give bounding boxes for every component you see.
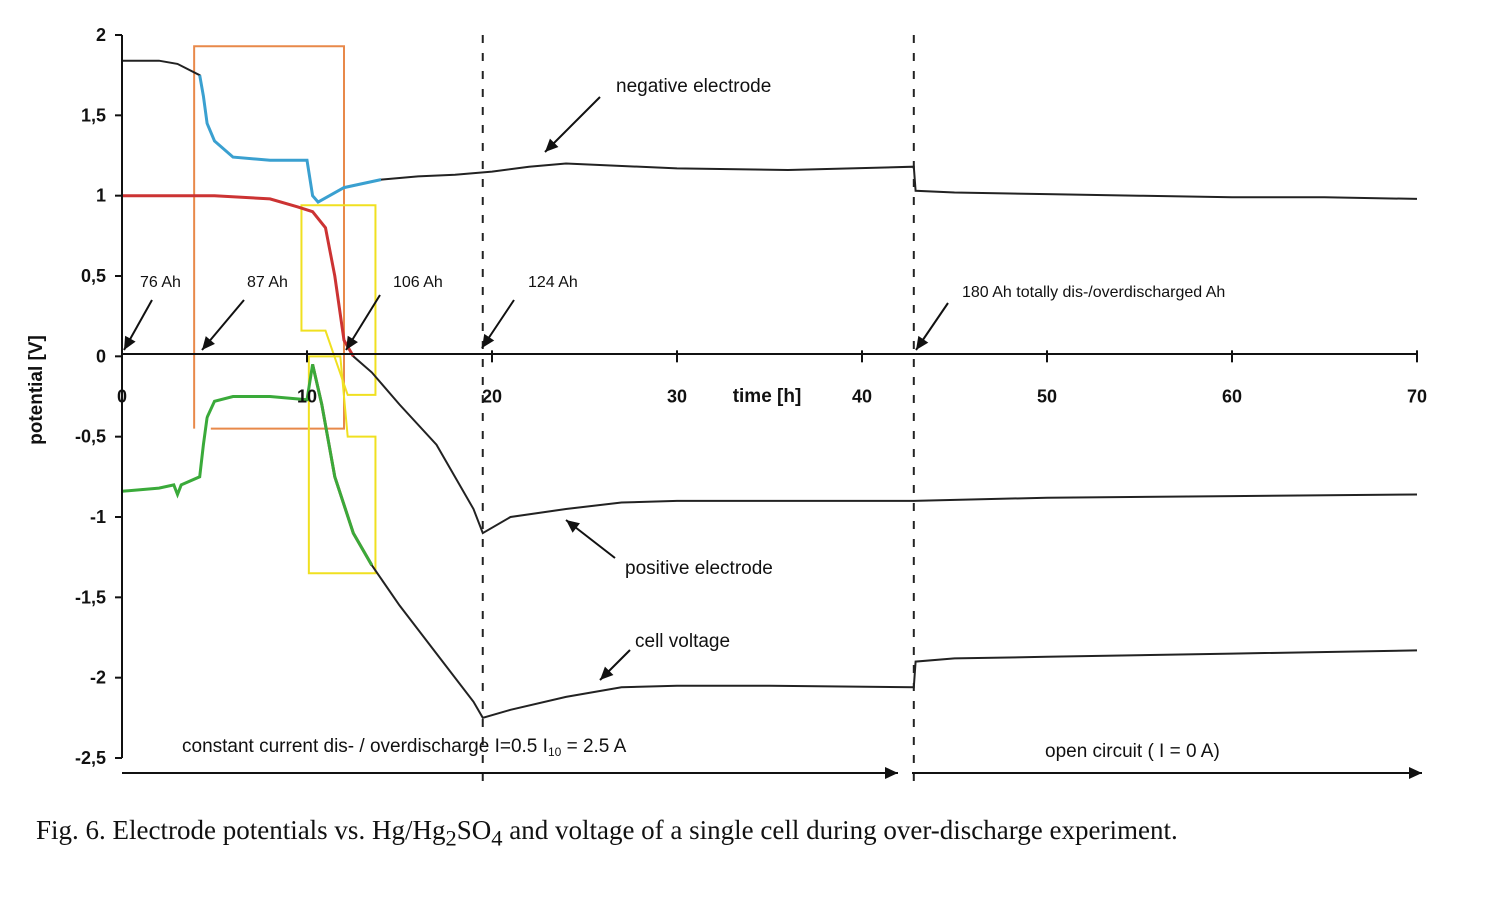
positive-electrode-highlight bbox=[122, 194, 355, 358]
caption-mid: SO bbox=[456, 815, 492, 845]
y-tick-label: -1,5 bbox=[75, 587, 106, 607]
orange-highlight-box bbox=[193, 45, 345, 430]
y-tick-label: -2 bbox=[90, 668, 106, 688]
ah-106-label: 106 Ah bbox=[393, 274, 443, 291]
x-tick-label: 30 bbox=[667, 386, 687, 406]
x-axis-label: time [h] bbox=[733, 386, 802, 407]
positive-electrode-label: positive electrode bbox=[625, 558, 773, 579]
y-tick-label: 1 bbox=[96, 186, 106, 206]
annotation-arrows bbox=[122, 96, 1422, 779]
caption-suffix: and voltage of a single cell during over… bbox=[502, 815, 1178, 845]
y-ticks: 2 1,5 1 0,5 0 -0,5 -1 -1,5 -2 -2,5 bbox=[75, 25, 122, 768]
cell-voltage-line bbox=[121, 364, 1418, 719]
positive-electrode-arrow-head bbox=[566, 520, 580, 533]
yellow-highlight-box-lower bbox=[307, 355, 377, 575]
open-circuit-phase-arrow-head bbox=[1409, 767, 1422, 779]
caption-sub-1: 2 bbox=[445, 825, 457, 851]
y-tick-label: -0,5 bbox=[75, 427, 106, 447]
ah-180-arrow-head bbox=[916, 335, 929, 350]
y-tick-label: 2 bbox=[96, 25, 106, 45]
figure-caption: Fig. 6. Electrode potentials vs. Hg/Hg2S… bbox=[36, 815, 1476, 851]
series-layer bbox=[121, 59, 1418, 719]
ah-124-label: 124 Ah bbox=[528, 274, 578, 291]
constant-current-suffix: = 2.5 A bbox=[561, 736, 626, 757]
highlight-boxes bbox=[193, 35, 915, 785]
x-ticks: 0 10 20 30 40 50 60 70 bbox=[117, 350, 1427, 406]
ah-87-arrow-head bbox=[202, 336, 215, 350]
x-tick-label: 0 bbox=[117, 386, 127, 406]
yellow-highlight-box-upper bbox=[300, 204, 377, 396]
constant-current-label: constant current dis- / overdischarge I=… bbox=[182, 736, 627, 759]
y-tick-label: 0,5 bbox=[81, 266, 106, 286]
caption-sub-2: 4 bbox=[491, 825, 503, 851]
axes bbox=[121, 35, 1417, 758]
constant-current-sub: 10 bbox=[548, 745, 562, 759]
negative-electrode-arrow-head bbox=[545, 138, 559, 152]
ah-76-label: 76 Ah bbox=[140, 274, 181, 291]
y-tick-label: 0 bbox=[96, 346, 106, 366]
y-tick-label: -2,5 bbox=[75, 748, 106, 768]
constant-current-prefix: constant current dis- / overdischarge I=… bbox=[182, 736, 548, 757]
x-tick-label: 60 bbox=[1222, 386, 1242, 406]
ah-124-arrow-head bbox=[482, 333, 495, 348]
y-axis-label: potential [V] bbox=[26, 335, 47, 445]
negative-electrode-highlight bbox=[198, 74, 382, 205]
y-tick-label: -1 bbox=[90, 507, 106, 527]
cell-voltage-label: cell voltage bbox=[635, 631, 730, 652]
negative-electrode-label: negative electrode bbox=[616, 76, 771, 97]
positive-electrode-line bbox=[122, 194, 1418, 535]
x-tick-label: 20 bbox=[482, 386, 502, 406]
x-tick-label: 10 bbox=[297, 386, 317, 406]
ah-76-arrow-head bbox=[124, 335, 136, 350]
ah-106-arrow-head bbox=[346, 335, 358, 350]
ah-180-label: 180 Ah totally dis-/overdischarged Ah bbox=[962, 284, 1225, 301]
chart: 2 1,5 1 0,5 0 -0,5 -1 -1,5 -2 -2,5 0 10 20 30 40 50 60 7… bbox=[26, 25, 1427, 785]
cell-voltage-green-highlight-2 bbox=[205, 364, 374, 566]
x-tick-label: 40 bbox=[852, 386, 872, 406]
caption-prefix: Fig. 6. Electrode potentials vs. Hg/Hg bbox=[36, 815, 446, 845]
cell-voltage-arrow-head bbox=[600, 666, 614, 680]
open-circuit-label: open circuit ( I = 0 A) bbox=[1045, 741, 1220, 762]
y-tick-label: 1,5 bbox=[81, 105, 106, 125]
constant-current-phase-arrow-head bbox=[885, 767, 898, 779]
ah-87-label: 87 Ah bbox=[247, 274, 288, 291]
cell-voltage-green-highlight bbox=[121, 417, 209, 499]
x-tick-label: 70 bbox=[1407, 386, 1427, 406]
x-tick-label: 50 bbox=[1037, 386, 1057, 406]
